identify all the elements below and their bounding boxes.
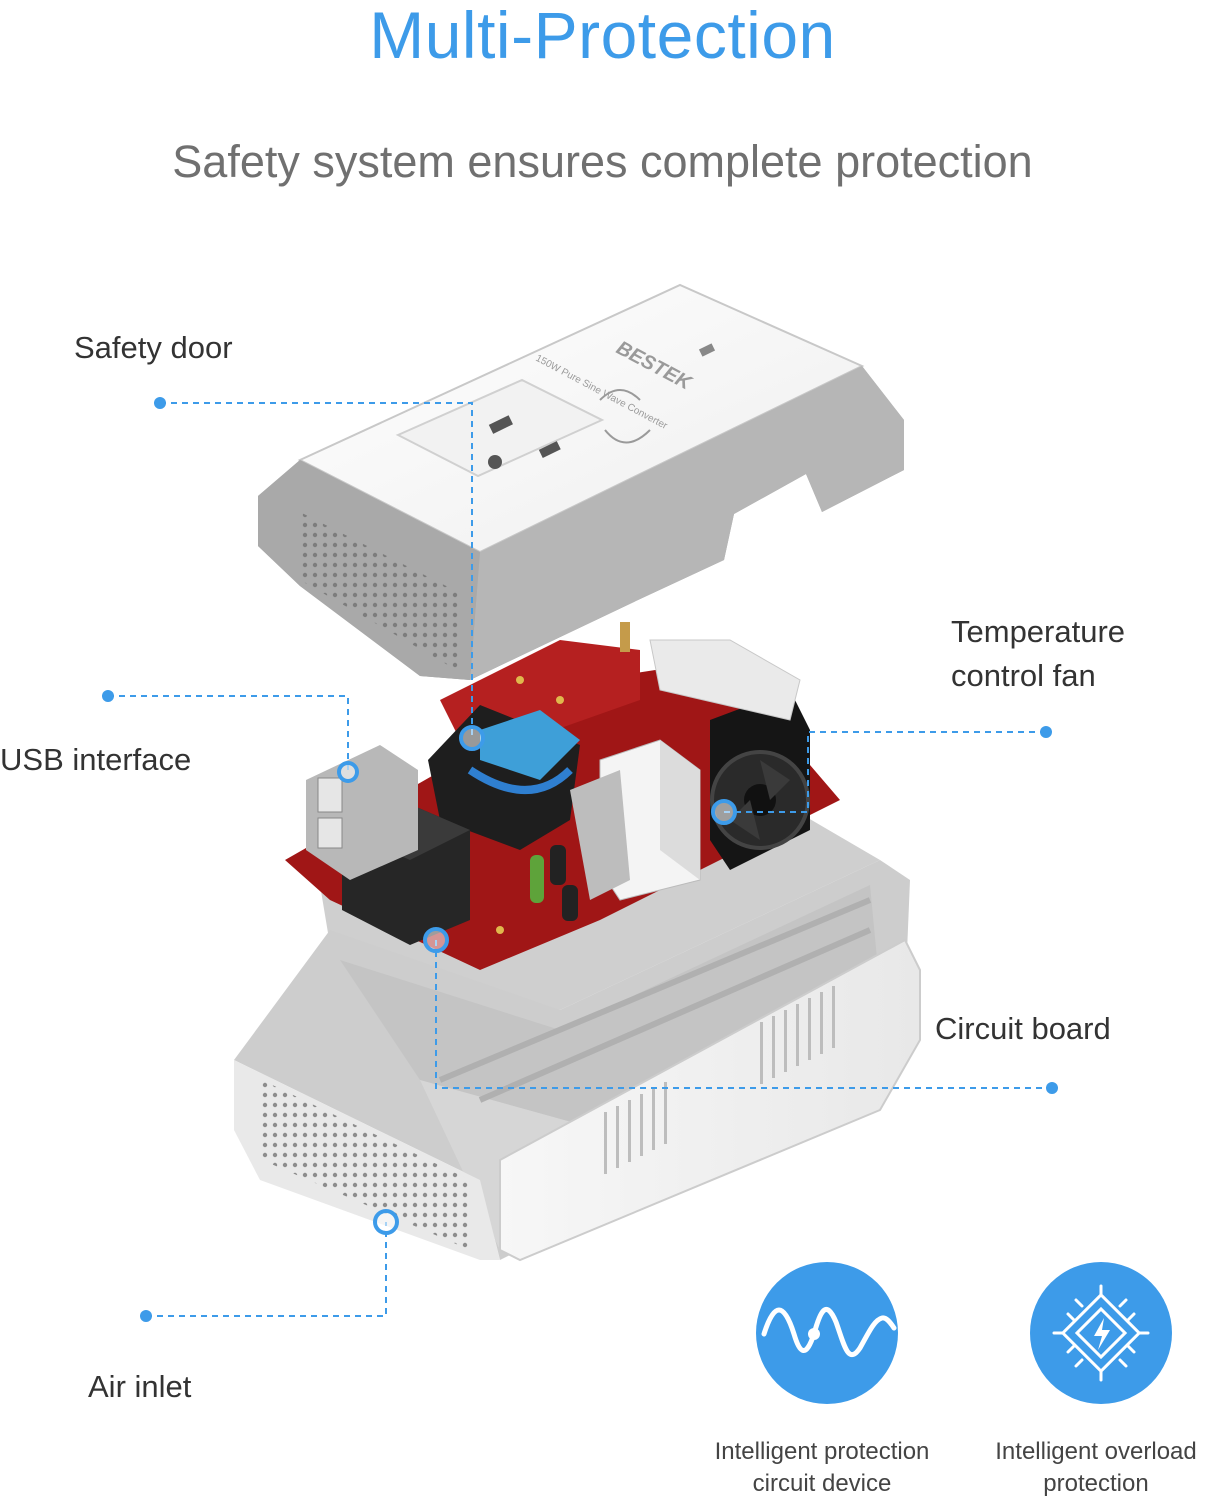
label-temperature-fan-line1: Temperature [951,614,1126,649]
top-lid: BESTEK 150W Pure Sine Wave Converter [258,283,904,680]
caption-protection-line1: Intelligent protection [714,1438,930,1465]
feature-protection-badge [756,1262,898,1404]
callout-dot [102,690,114,702]
label-circuit-board: Circuit board [935,1011,1111,1046]
callout-line-usb [108,695,349,772]
callout-targets [337,725,737,1235]
label-usb-interface: USB interface [0,742,192,777]
callout-lines [108,402,1052,1317]
callout-dot [140,1310,152,1322]
callout-target [711,799,737,825]
caption-protection-line2: circuit device [752,1470,892,1497]
callout-target [337,761,359,783]
caption-overload-line1: Intelligent overload [995,1438,1197,1465]
caption-protection-circuit: Intelligent protection circuit device [692,1436,952,1500]
callout-dot [1046,1082,1058,1094]
label-air-inlet: Air inlet [88,1369,192,1404]
sine-wave-icon [761,1307,897,1358]
caption-overload-line2: protection [1043,1470,1149,1497]
chip-lightning-icon [1052,1284,1150,1382]
callout-dots [102,397,1058,1322]
label-safety-door: Safety door [74,330,233,365]
callout-target [459,725,485,751]
caption-overload-protection: Intelligent overload protection [976,1436,1205,1500]
callout-line-safety-door [160,402,473,738]
callout-line-air [146,1222,387,1317]
callout-dot [154,397,166,409]
page-title: Multi-Protection [369,0,836,72]
feature-overload-badge [1030,1262,1172,1404]
circuit-board-assembly [285,622,880,1010]
label-temperature-fan-line2: control fan [951,658,1096,693]
callout-dot [1040,726,1052,738]
callout-line-fan [724,731,1046,813]
bottom-case [234,860,921,1262]
callout-line-circuit [435,940,1052,1089]
page-subtitle: Safety system ensures complete protectio… [172,136,1033,187]
label-temperature-fan: Temperature control fan [951,610,1125,698]
callout-target [423,927,449,953]
callout-target [373,1209,399,1235]
